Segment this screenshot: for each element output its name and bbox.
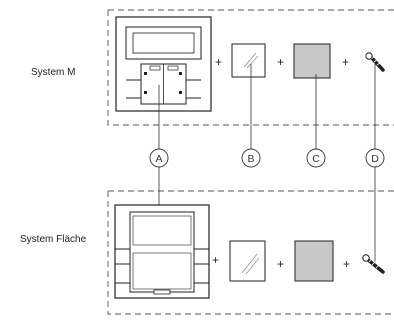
system-m-screw — [365, 52, 385, 72]
callout-a: A — [149, 148, 169, 168]
system-flaeche-screw — [362, 254, 385, 274]
system-flaeche-switch — [114, 204, 210, 299]
svg-text:C: C — [312, 153, 320, 165]
system-flaeche-grey-plate — [294, 240, 334, 282]
callout-d: D — [365, 148, 385, 168]
callout-c: C — [306, 148, 326, 168]
system-flaeche-label: System Fläche — [20, 234, 87, 245]
system-flaeche-transparent-cover — [229, 240, 266, 282]
plus-sign: + — [215, 55, 222, 69]
plus-sign: + — [212, 253, 219, 267]
svg-text:D: D — [371, 153, 379, 165]
callout-b: B — [241, 148, 261, 168]
system-m-switch — [115, 16, 212, 112]
plus-sign: + — [342, 55, 349, 69]
system-flaeche-frame — [107, 190, 394, 315]
system-m-label: System M — [31, 67, 75, 78]
system-m-transparent-cover — [231, 43, 266, 78]
system-m-grey-plate — [293, 43, 331, 79]
plus-sign: + — [277, 55, 284, 69]
plus-sign: + — [277, 257, 284, 271]
svg-text:A: A — [155, 153, 162, 165]
plus-sign: + — [343, 257, 350, 271]
svg-text:B: B — [247, 153, 254, 165]
system-m-frame — [107, 9, 394, 126]
